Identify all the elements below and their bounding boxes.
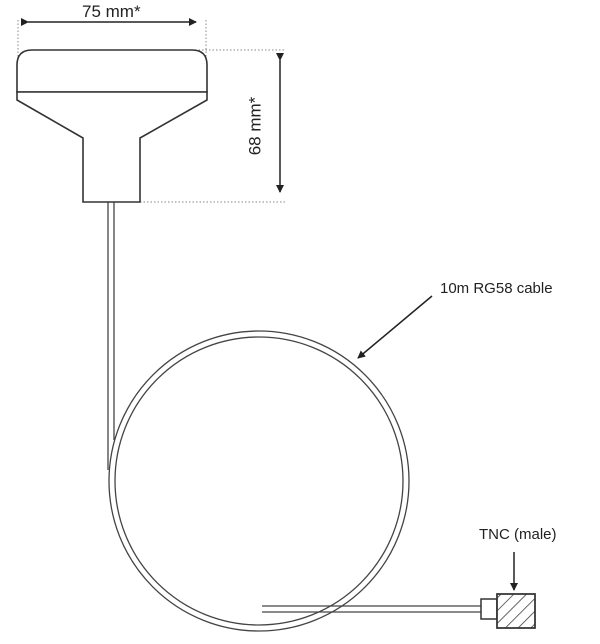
width-dimension-label: 75 mm* — [82, 2, 141, 21]
height-dimension-label: 68 mm* — [245, 96, 265, 156]
cable — [107, 202, 481, 632]
dimension-extension-lines — [17, 20, 285, 203]
tnc-connector — [480, 593, 536, 629]
cable-label: 10m RG58 cable — [440, 280, 553, 297]
connector-label: TNC (male) — [479, 526, 557, 543]
antenna-body — [16, 49, 208, 203]
cable-callout-arrow — [357, 295, 433, 359]
